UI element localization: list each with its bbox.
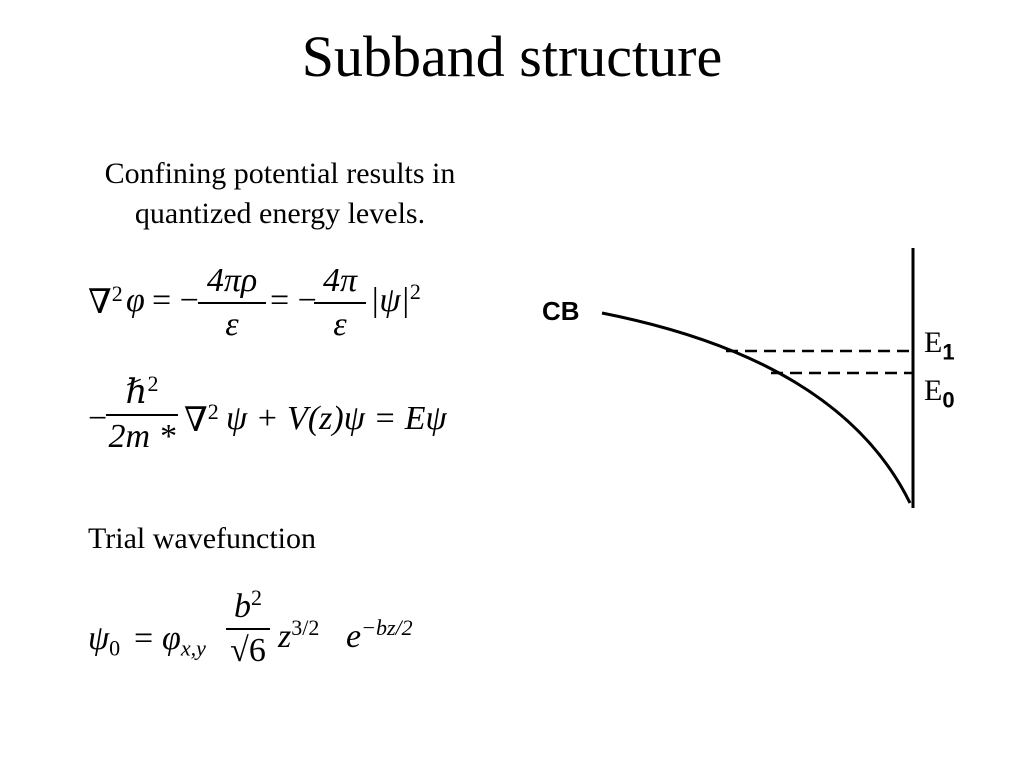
e1-label: E1 [924, 326, 955, 363]
intro-line-2: quantized energy levels. [134, 197, 426, 230]
e1-letter: E [924, 326, 943, 359]
intro-text: Confining potential results in quantized… [60, 154, 500, 234]
slide-title: Subband structure [301, 24, 723, 89]
intro-line-1: Confining potential results in [104, 157, 456, 190]
conduction-band-curve [601, 311, 912, 504]
e1-subscript: 1 [942, 339, 955, 365]
e0-subscript: 0 [942, 387, 955, 413]
trial-wavefunction-label: Trial wavefunction [88, 522, 317, 555]
cb-label: CB [542, 296, 580, 326]
e0-label: E0 [924, 374, 955, 411]
e0-letter: E [924, 374, 943, 407]
